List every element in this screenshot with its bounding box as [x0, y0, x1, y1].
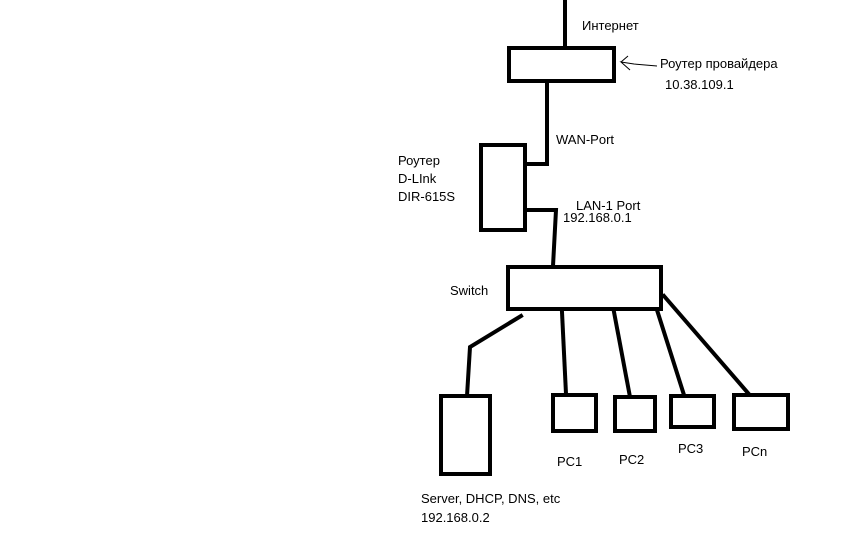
pc2-label: PC2 — [619, 452, 644, 467]
wire-switch-server — [464, 313, 524, 399]
router-label-line1: Роутер — [398, 153, 440, 168]
lan-ip-label: 192.168.0.1 — [563, 210, 632, 225]
lan-port-label: LAN-1 Port — [576, 198, 641, 213]
pc3-box — [669, 394, 716, 429]
pc1-label: PC1 — [557, 454, 582, 469]
router-label-line2: D-LInk — [398, 171, 437, 186]
pc1-box — [551, 393, 598, 433]
wire-switch-pc2 — [611, 309, 633, 400]
wan-port-label: WAN-Port — [556, 132, 614, 147]
isp-router-label: Роутер провайдера — [660, 56, 778, 71]
wire-switch-pc3 — [654, 307, 687, 398]
pc3-label: PC3 — [678, 441, 703, 456]
pcn-label: PCn — [742, 444, 767, 459]
router-label-line3: DIR-615S — [398, 189, 455, 204]
pcn-box — [732, 393, 790, 431]
dlink-router-box — [479, 143, 527, 232]
internet-label: Интернет — [582, 18, 639, 33]
server-box — [439, 394, 492, 476]
wire-switch-pcn — [661, 293, 751, 396]
isp-ip-label: 10.38.109.1 — [665, 77, 734, 92]
wire-router-switch — [523, 208, 559, 269]
wire-isp-router — [523, 82, 549, 166]
wire-switch-pc1 — [559, 309, 569, 397]
isp-router-box — [507, 46, 616, 83]
pc2-box — [613, 395, 657, 433]
switch-label: Switch — [450, 283, 488, 298]
switch-box — [506, 265, 663, 311]
server-label: Server, DHCP, DNS, etc — [421, 491, 561, 506]
server-ip-label: 192.168.0.2 — [421, 510, 490, 525]
isp-pointer-arrow — [619, 55, 658, 71]
